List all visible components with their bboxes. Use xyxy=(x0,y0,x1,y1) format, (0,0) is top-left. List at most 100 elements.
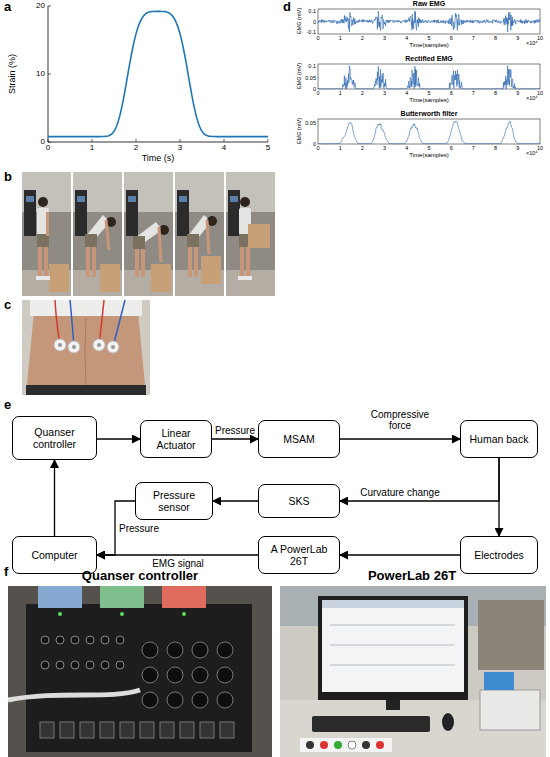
strain-chart xyxy=(48,139,49,142)
recording-photo xyxy=(300,738,392,752)
recording-photo xyxy=(322,600,464,608)
lifting-photo xyxy=(126,190,138,236)
lifting-photo xyxy=(226,172,275,296)
strain-chart xyxy=(48,6,51,7)
back-photo xyxy=(22,300,150,395)
tick-label: 7 xyxy=(472,145,475,151)
plot-title: Butterworth filter xyxy=(401,110,458,118)
recording-photo xyxy=(442,713,454,731)
process-box: MSAM xyxy=(258,420,340,458)
controller-photo xyxy=(38,586,82,608)
lifting-photo xyxy=(245,276,252,280)
recording-photo xyxy=(312,716,430,732)
recording-photo xyxy=(484,672,514,690)
recording-photo xyxy=(330,625,455,626)
controller-photo xyxy=(100,722,114,738)
strain-chart xyxy=(48,142,51,143)
lifting-photo xyxy=(201,256,221,284)
lifting-photo xyxy=(38,197,48,207)
lifting-photo xyxy=(49,264,69,292)
back-photo xyxy=(68,341,80,353)
tick-label: 2 xyxy=(361,35,364,41)
recording-photo xyxy=(306,741,314,749)
back-photo xyxy=(54,339,66,351)
lifting-photo xyxy=(159,227,161,262)
controller-photo xyxy=(192,692,208,708)
lifting-photo xyxy=(207,220,209,254)
controller-photo xyxy=(160,722,174,738)
emg-chart xyxy=(318,119,540,144)
edge-label: Pressure xyxy=(119,523,159,534)
recording-photo xyxy=(320,741,328,749)
lifting-photo xyxy=(135,249,139,277)
edge-label: Curvature change xyxy=(360,487,440,498)
lifting-photo xyxy=(37,208,49,235)
tick-label: 4 xyxy=(405,35,408,41)
process-box: Linear Actuator xyxy=(140,420,212,458)
lifting-photo xyxy=(228,190,240,236)
lifting-photo xyxy=(24,190,36,236)
tick-label: 3 xyxy=(383,145,386,151)
tick-label: 6 xyxy=(450,90,453,96)
lifting-photo xyxy=(240,247,244,277)
tick-label: 4 xyxy=(222,144,226,153)
tick-label: 1 xyxy=(339,145,342,151)
controller-photo xyxy=(116,661,124,669)
lifting-photo xyxy=(46,212,49,236)
tick-label: 10 xyxy=(537,35,543,41)
box-text: SKS xyxy=(288,495,309,507)
controller-photo xyxy=(41,636,49,644)
axis-title: EMG (mV) xyxy=(296,118,302,144)
back-photo xyxy=(70,300,74,347)
tick-label: 0 xyxy=(46,144,50,153)
plot-title: Rectified EMG xyxy=(405,55,452,63)
tick-label: 5 xyxy=(427,90,430,96)
controller-photo xyxy=(56,661,64,669)
tick-label: 0.1 xyxy=(308,63,316,69)
back-photo xyxy=(58,343,62,347)
tick-label: 2 xyxy=(361,90,364,96)
process-box: A PowerLab 26T xyxy=(258,536,340,574)
flow-arrow xyxy=(212,438,258,439)
lifting-photo xyxy=(141,249,145,277)
tick-label: 0 xyxy=(313,86,316,92)
back-photo xyxy=(113,300,125,347)
box-text: A PowerLab 26T xyxy=(261,543,337,567)
tick-label: 1 xyxy=(339,90,342,96)
controller-photo xyxy=(101,636,109,644)
tick-label: 2 xyxy=(134,144,138,153)
controller-photo xyxy=(142,667,158,683)
controller-photo xyxy=(8,586,272,757)
tick-label: 7 xyxy=(472,90,475,96)
lifting-photo xyxy=(92,247,96,277)
axis-title: Time(samples) xyxy=(409,152,448,159)
controller-photo xyxy=(142,692,158,708)
lifting-photo xyxy=(188,247,192,277)
box-text: Computer xyxy=(31,549,77,561)
lifting-photo xyxy=(22,172,71,296)
recording-photo xyxy=(330,645,455,646)
strain-chart xyxy=(48,142,268,143)
strain-chart xyxy=(48,74,51,75)
lifting-photo xyxy=(177,190,189,236)
tick-label: 4 xyxy=(405,90,408,96)
photo-title: Quanser controller xyxy=(82,569,198,583)
emg-chart xyxy=(318,9,540,144)
lifting-photo xyxy=(73,172,122,296)
controller-photo xyxy=(120,612,124,616)
lifting-photo xyxy=(124,172,173,296)
tick-label: 0.1 xyxy=(308,8,316,14)
recording-photo xyxy=(478,600,544,670)
controller-photo xyxy=(116,636,124,644)
recording-photo xyxy=(322,600,464,692)
box-text: Human back xyxy=(470,433,529,445)
box-text: MSAM xyxy=(283,433,315,445)
process-box: Pressure sensor xyxy=(135,482,213,520)
lifting-photo xyxy=(187,234,199,247)
controller-photo xyxy=(142,642,158,658)
flow-arrow xyxy=(97,438,140,439)
tick-label: 10 xyxy=(537,145,543,151)
strain-chart xyxy=(224,139,225,142)
controller-photo xyxy=(217,642,233,658)
controller-photo xyxy=(220,722,234,738)
